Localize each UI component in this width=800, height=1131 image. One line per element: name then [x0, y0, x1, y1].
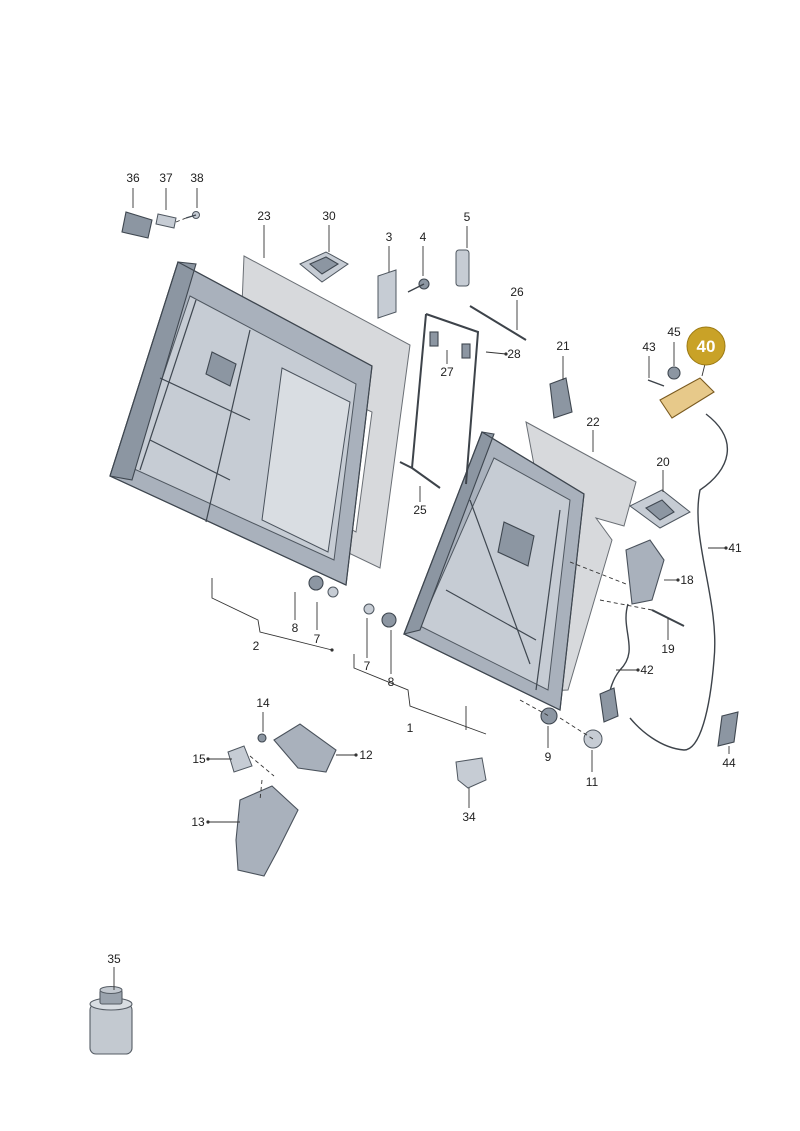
callout-9[interactable]: 9 [545, 750, 552, 764]
highlighted-callout-40[interactable]: 40 [686, 326, 726, 366]
callout-37[interactable]: 37 [159, 171, 173, 185]
callout-36[interactable]: 36 [126, 171, 140, 185]
callout-15[interactable]: 15 [192, 752, 206, 766]
callout-11[interactable]: 11 [586, 775, 599, 789]
callout-8-right[interactable]: 8 [388, 675, 395, 689]
callout-27[interactable]: 27 [440, 365, 454, 379]
part-8-left [308, 575, 324, 591]
callout-labels: 36 37 38 23 30 3 4 5 26 28 27 21 45 43 2… [107, 171, 742, 966]
part-42 [607, 603, 630, 701]
callout-42[interactable]: 42 [640, 663, 654, 677]
callout-45[interactable]: 45 [667, 325, 681, 339]
callout-12[interactable]: 12 [359, 748, 373, 762]
part-26 [469, 305, 527, 341]
part-25 [399, 313, 480, 489]
leader-lines [113, 188, 730, 990]
part-43 [647, 379, 665, 387]
callout-38[interactable]: 38 [190, 171, 204, 185]
callout-35[interactable]: 35 [107, 952, 121, 966]
callout-8-left[interactable]: 8 [292, 621, 299, 635]
callout-3[interactable]: 3 [386, 230, 393, 244]
callout-43[interactable]: 43 [642, 340, 656, 354]
callout-28[interactable]: 28 [507, 347, 521, 361]
callout-26[interactable]: 26 [510, 285, 524, 299]
callout-7-left[interactable]: 7 [314, 632, 321, 646]
part-15 [227, 745, 253, 773]
part-3 [377, 269, 397, 319]
callout-1[interactable]: 1 [407, 721, 414, 735]
callout-41[interactable]: 41 [728, 541, 742, 555]
part-27 [429, 331, 439, 347]
callout-13[interactable]: 13 [191, 815, 205, 829]
callout-21[interactable]: 21 [556, 339, 570, 353]
part-7-right [363, 603, 375, 615]
part-5 [455, 249, 470, 287]
callout-7-right[interactable]: 7 [364, 659, 371, 673]
part-37 [155, 213, 177, 229]
callout-5[interactable]: 5 [464, 210, 471, 224]
part-12 [273, 723, 337, 773]
callout-34[interactable]: 34 [462, 810, 476, 824]
leader-dots [206, 352, 728, 824]
part-41 [629, 413, 729, 751]
part-13 [235, 785, 299, 877]
seat-back-frame-right [403, 421, 637, 711]
part-35-bottle [89, 986, 133, 1055]
callout-30[interactable]: 30 [322, 209, 336, 223]
part-21 [549, 377, 573, 419]
callout-2[interactable]: 2 [253, 639, 260, 653]
part-7-left [327, 586, 339, 598]
callout-22[interactable]: 22 [586, 415, 600, 429]
seat-back-frame-left [109, 255, 411, 586]
part-28 [461, 343, 471, 359]
part-45 [667, 366, 681, 380]
callout-44[interactable]: 44 [722, 756, 736, 770]
part-9 [540, 707, 558, 725]
callout-18[interactable]: 18 [680, 573, 694, 587]
callout-14[interactable]: 14 [256, 696, 270, 710]
part-34 [455, 757, 487, 789]
part-18 [625, 539, 665, 605]
bracket-1 [353, 654, 487, 735]
callout-19[interactable]: 19 [661, 642, 675, 656]
callout-23[interactable]: 23 [257, 209, 271, 223]
callout-25[interactable]: 25 [413, 503, 427, 517]
callout-40-label: 40 [697, 337, 716, 356]
callout-20[interactable]: 20 [656, 455, 670, 469]
bracket-2 [211, 578, 333, 651]
part-36 [121, 211, 153, 239]
part-8-right [381, 612, 397, 628]
part-14 [257, 733, 267, 743]
part-11 [583, 729, 603, 749]
part-38 [185, 211, 200, 219]
part-44 [717, 711, 739, 747]
callout-4[interactable]: 4 [420, 230, 427, 244]
part-40 [659, 377, 715, 419]
